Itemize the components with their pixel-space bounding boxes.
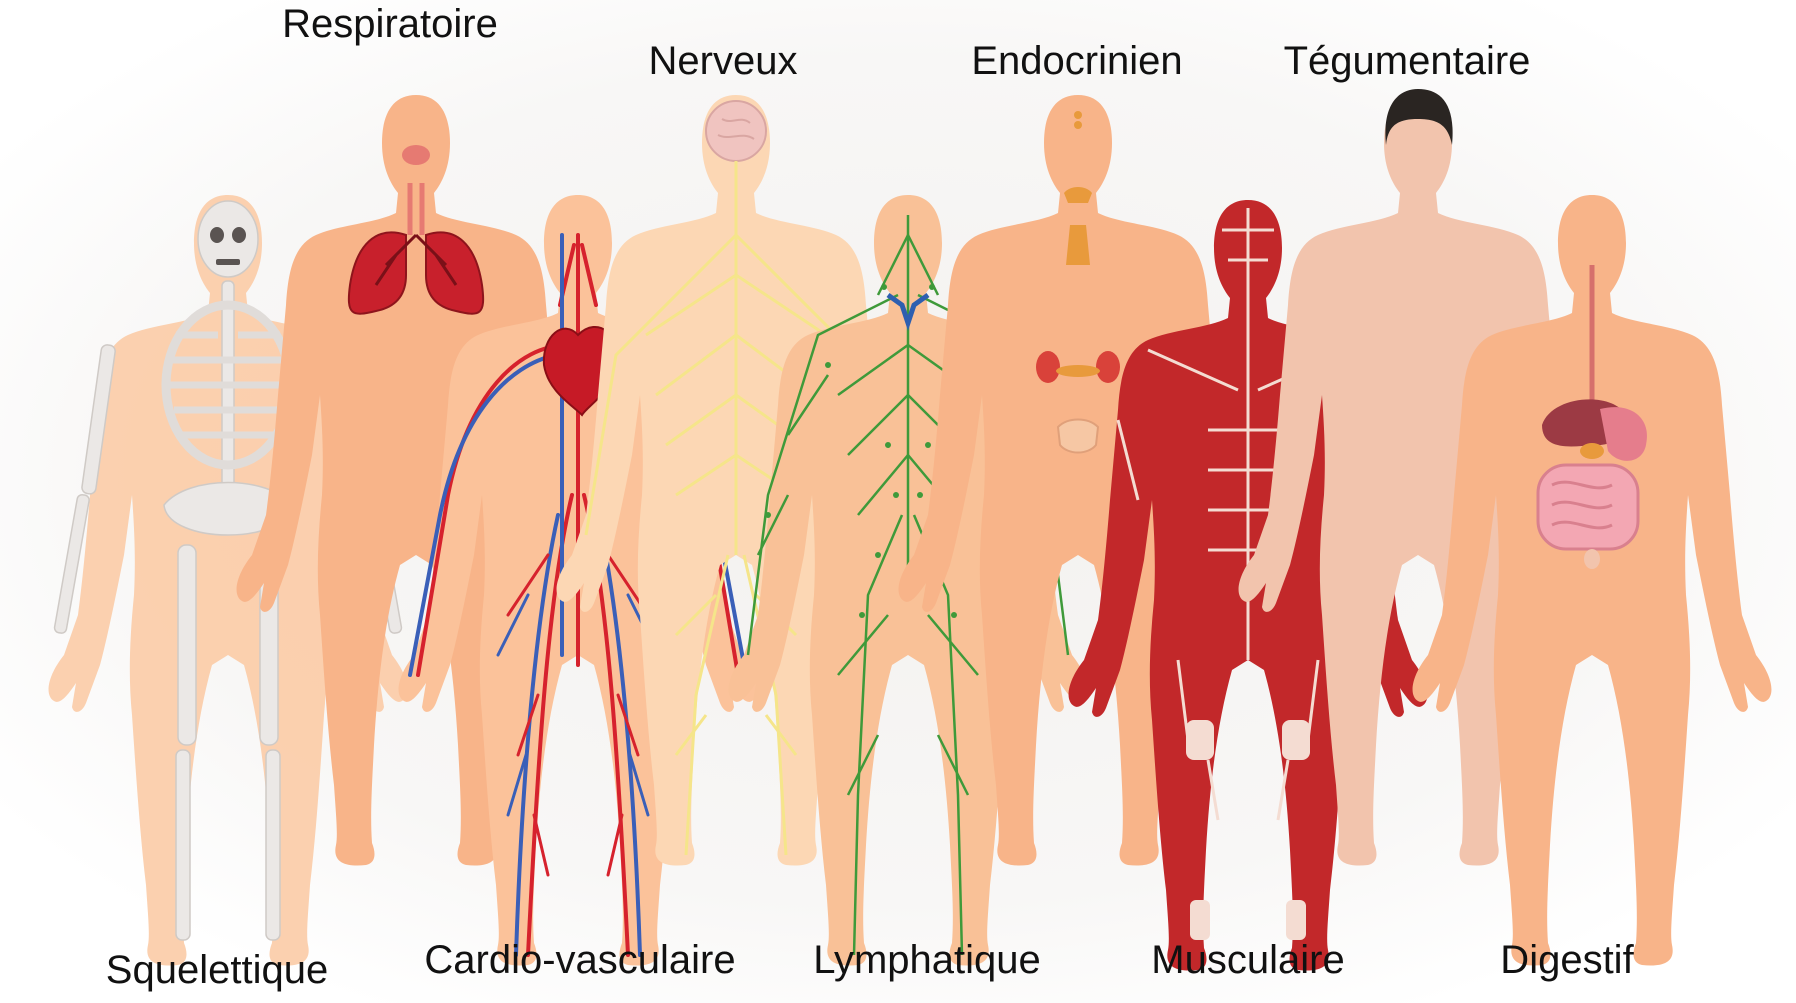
label-nerveux: Nerveux <box>649 41 798 81</box>
label-digestif: Digestif <box>1500 940 1633 980</box>
label-tegumentaire: Tégumentaire <box>1284 41 1531 81</box>
label-cardio-vasculaire: Cardio-vasculaire <box>424 940 735 980</box>
label-endocrinien: Endocrinien <box>971 41 1182 81</box>
label-lymphatique: Lymphatique <box>813 940 1041 980</box>
label-musculaire: Musculaire <box>1151 940 1344 980</box>
label-respiratoire: Respiratoire <box>282 4 498 44</box>
label-squelettique: Squelettique <box>106 950 328 990</box>
